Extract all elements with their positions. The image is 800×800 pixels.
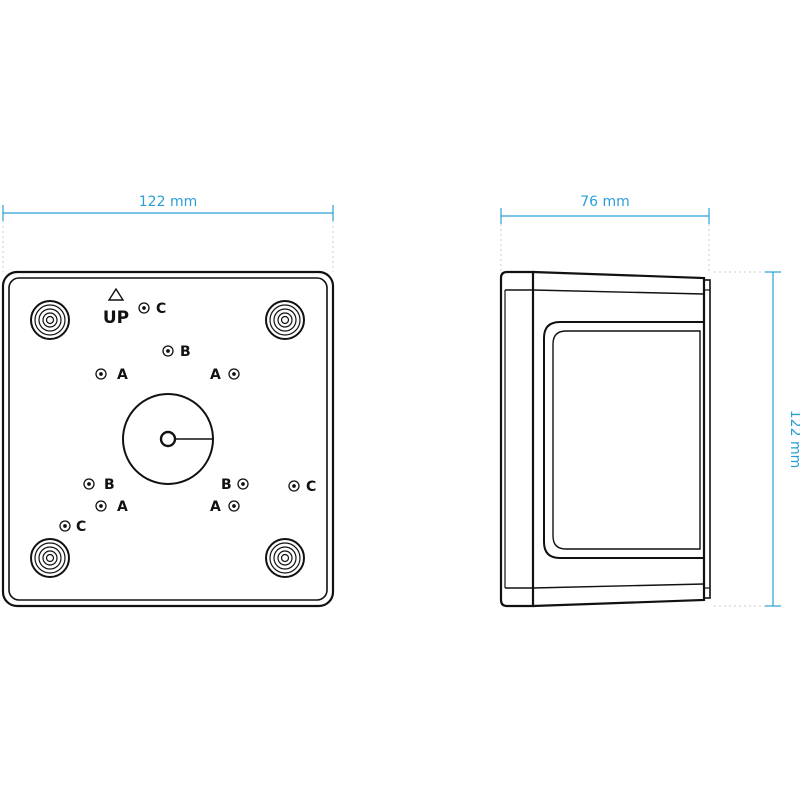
side-recessed-panel-outer	[543, 321, 705, 559]
front-width-dimension	[2, 205, 334, 221]
label-b-lower-left: B	[104, 477, 115, 493]
hole-c-top	[138, 302, 150, 314]
mounting-holes	[59, 302, 300, 532]
side-recessed-panel-inner	[552, 330, 701, 550]
side-view	[499, 270, 711, 608]
label-c-top: C	[156, 301, 166, 317]
label-c-right: C	[306, 479, 316, 495]
front-view	[1, 270, 335, 608]
front-outer-outline	[1, 270, 335, 608]
label-a-upper-left: A	[117, 367, 128, 383]
screw-bottom-right	[265, 538, 305, 578]
label-a-upper-right: A	[210, 367, 221, 383]
screw-bottom-left	[30, 538, 70, 578]
up-arrow-icon	[107, 287, 125, 301]
label-b-lower-right: B	[221, 477, 232, 493]
hole-b-lower-left	[83, 478, 95, 490]
front-extension-lines	[2, 221, 334, 272]
label-c-lower-left: C	[76, 519, 86, 535]
hole-b-lower-right	[237, 478, 249, 490]
side-height-label: 122 mm	[787, 410, 800, 468]
hole-a-upper-left	[95, 368, 107, 380]
side-depth-dimension	[500, 208, 710, 224]
up-label: UP	[103, 308, 129, 328]
center-cable-hole	[122, 393, 214, 485]
hole-c-lower-left	[59, 520, 71, 532]
screw-top-left	[30, 300, 70, 340]
screw-top-right	[265, 300, 305, 340]
front-inner-outline	[8, 277, 328, 601]
hole-a-lower-left	[95, 500, 107, 512]
hole-a-lower-right	[228, 500, 240, 512]
side-height-dimension	[765, 271, 781, 607]
hole-c-right	[288, 480, 300, 492]
side-depth-label: 76 mm	[580, 194, 630, 210]
side-extension-lines	[500, 224, 765, 607]
label-a-lower-left: A	[117, 499, 128, 515]
front-width-label: 122 mm	[139, 194, 197, 210]
hole-a-upper-right	[228, 368, 240, 380]
label-b-top: B	[180, 344, 191, 360]
label-a-lower-right: A	[210, 499, 221, 515]
side-back-plate	[499, 270, 535, 608]
hole-b-top	[162, 345, 174, 357]
